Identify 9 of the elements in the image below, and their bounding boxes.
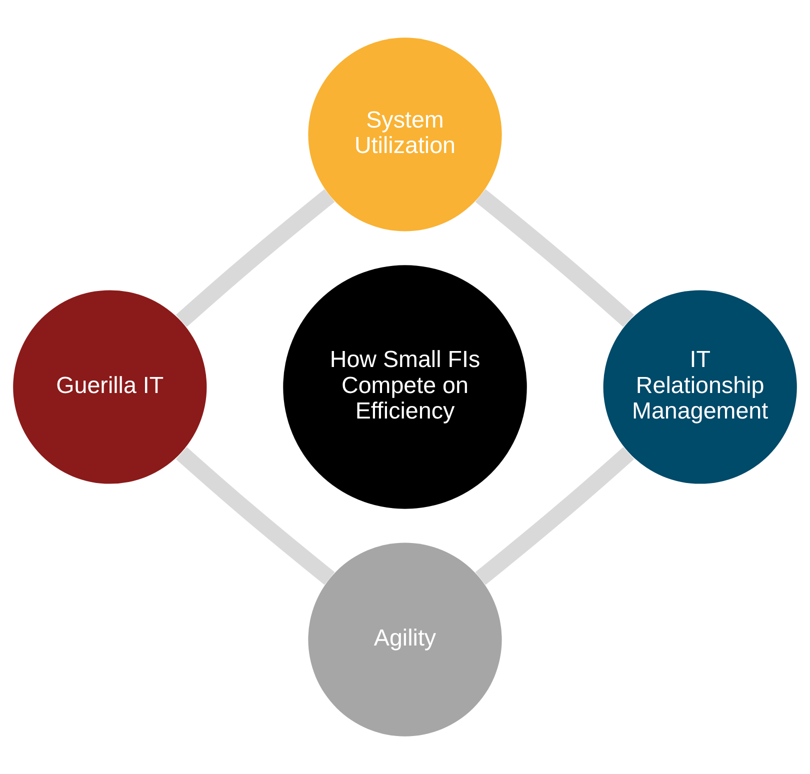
node-circle: Agility bbox=[308, 542, 502, 736]
connector bbox=[475, 446, 634, 585]
node-circle: How Small FIs Compete on Efficiency bbox=[283, 265, 527, 509]
connector bbox=[475, 189, 634, 328]
node-circle: System Utilization bbox=[308, 38, 502, 232]
connector bbox=[176, 189, 335, 328]
node-circle: IT Relationship Management bbox=[603, 290, 797, 484]
node-circle: Guerilla IT bbox=[13, 290, 207, 484]
connector bbox=[176, 446, 335, 585]
